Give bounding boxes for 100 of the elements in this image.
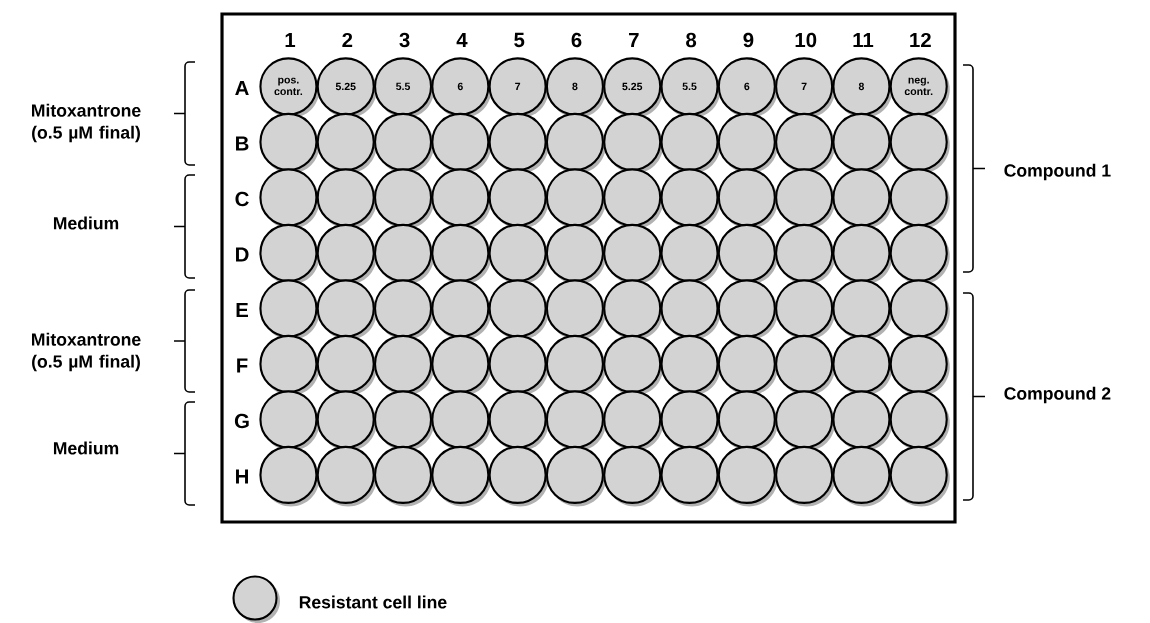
well: [889, 445, 950, 507]
well: [660, 223, 721, 285]
well: [717, 279, 778, 340]
well: [889, 223, 950, 285]
well: [431, 390, 492, 451]
well: [603, 223, 664, 285]
row-letter: F: [237, 358, 248, 373]
column-number: 8: [686, 32, 697, 48]
row-letter: H: [236, 469, 248, 484]
well: [373, 445, 434, 507]
well: [488, 279, 549, 340]
well: [488, 390, 549, 451]
well: [259, 112, 320, 174]
well: [775, 390, 836, 451]
plate-outline: [220, 12, 957, 524]
well: [832, 334, 893, 396]
column-number: 12: [910, 32, 931, 48]
well: 8: [545, 57, 606, 118]
row-letter: E: [236, 302, 248, 317]
well: [545, 445, 606, 507]
well: 6: [431, 57, 492, 118]
well: [889, 168, 950, 229]
column-number: 3: [399, 32, 410, 48]
well: [488, 112, 549, 174]
well: [488, 334, 549, 396]
well: [373, 223, 434, 285]
column-number: 10: [795, 32, 817, 48]
well: 5.5: [660, 57, 721, 118]
well: [832, 223, 893, 285]
well: [603, 112, 664, 174]
well: [717, 445, 778, 507]
well: [603, 390, 664, 451]
legend-label: Resistant cell line: [299, 595, 447, 609]
well: [660, 334, 721, 396]
group-label: Mitoxantrone (o.5 µM final): [32, 332, 141, 372]
well: [259, 168, 320, 229]
well: [373, 390, 434, 451]
well: [832, 112, 893, 174]
group-label: Medium: [53, 216, 119, 230]
group-label: Compound 2: [1004, 386, 1111, 404]
row-letter: D: [236, 247, 249, 262]
well: [660, 112, 721, 174]
well: [373, 334, 434, 396]
well: [373, 168, 434, 229]
well: [775, 445, 836, 507]
well: [832, 390, 893, 451]
group-label: Medium: [53, 441, 119, 455]
well: [316, 112, 377, 174]
well: [775, 334, 836, 396]
well: [545, 168, 606, 229]
column-number: 11: [853, 32, 874, 47]
well: [545, 279, 606, 340]
well: [832, 445, 893, 507]
well: [717, 168, 778, 229]
well: [259, 445, 320, 507]
well: 5.25: [316, 57, 377, 118]
well: 6: [717, 57, 778, 118]
well: 7: [775, 57, 836, 118]
column-number: 7: [629, 32, 639, 47]
row-letter: C: [235, 191, 249, 207]
well: [316, 334, 377, 396]
well: [603, 168, 664, 229]
well: 5.5: [373, 57, 434, 118]
well: [259, 334, 320, 396]
column-number: 6: [571, 32, 582, 48]
well: [775, 168, 836, 229]
well: [775, 112, 836, 174]
row-letter: A: [235, 80, 249, 95]
well: [603, 279, 664, 340]
column-number: 4: [456, 32, 468, 47]
well: [488, 168, 549, 229]
well: [431, 112, 492, 174]
well: [373, 279, 434, 340]
well: [603, 445, 664, 507]
well: [316, 390, 377, 451]
well: [545, 112, 606, 174]
well: [545, 223, 606, 285]
well: pos. contr.: [259, 57, 320, 118]
well: [717, 390, 778, 451]
well: [431, 334, 492, 396]
well: 5.25: [603, 57, 664, 118]
well: [431, 445, 492, 507]
well: [832, 168, 893, 229]
well: [316, 223, 377, 285]
well: [545, 390, 606, 451]
well: [717, 334, 778, 396]
well: [832, 279, 893, 340]
well: [889, 279, 950, 340]
well: [660, 279, 721, 340]
well: neg. contr.: [889, 57, 950, 118]
well: [488, 445, 549, 507]
well: [660, 168, 721, 229]
well: [259, 390, 320, 451]
well: [373, 112, 434, 174]
well: [259, 223, 320, 285]
well: [889, 112, 950, 174]
column-number: 1: [285, 32, 296, 47]
well: [775, 279, 836, 340]
well: [660, 390, 721, 451]
well: [717, 112, 778, 174]
